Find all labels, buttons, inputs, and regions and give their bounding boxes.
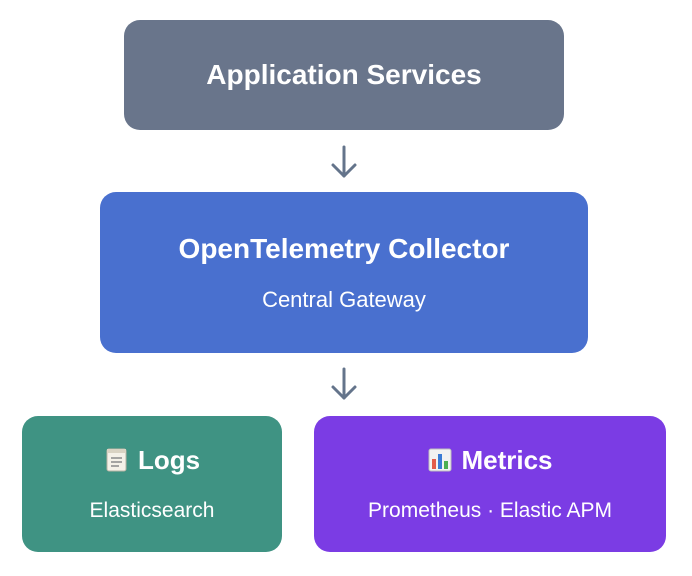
logs-heading: Logs — [104, 445, 200, 476]
collector-subtitle: Central Gateway — [262, 287, 426, 313]
logs-title: Logs — [137, 444, 201, 475]
metrics-subtitle: Prometheus · Elastic APM — [368, 499, 612, 522]
logs-subtitle: Elasticsearch — [89, 499, 215, 522]
bar-chart-icon — [428, 448, 452, 472]
arrow-down-icon — [331, 367, 357, 400]
logs-node: Logs Elasticsearch — [22, 416, 282, 552]
application-services-node: Application Services — [124, 20, 564, 130]
metrics-title: Metrics — [461, 444, 553, 475]
arrow-down-icon — [331, 145, 357, 178]
opentelemetry-collector-node: OpenTelemetry Collector Central Gateway — [100, 192, 588, 353]
collector-title: OpenTelemetry Collector — [178, 232, 510, 264]
application-services-title: Application Services — [206, 59, 482, 91]
metrics-node: Metrics Prometheus · Elastic APM — [314, 416, 666, 552]
notepad-icon — [106, 448, 127, 472]
metrics-heading: Metrics — [427, 444, 553, 476]
